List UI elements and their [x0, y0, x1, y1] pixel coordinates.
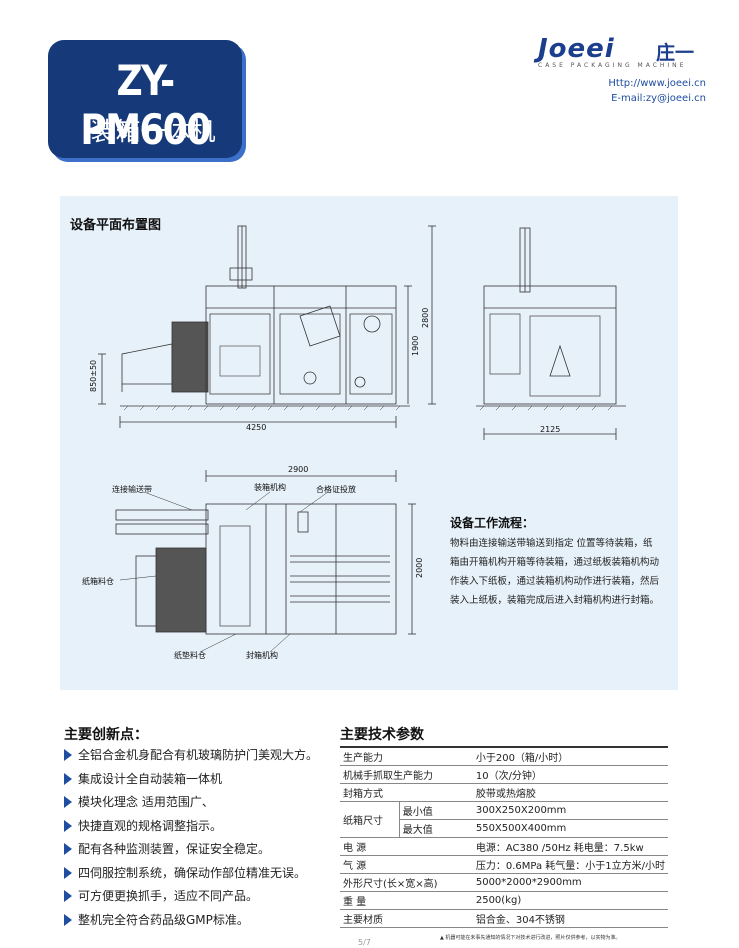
spec-value: 铝合金、304不锈钢	[459, 909, 668, 928]
dim-front-total: 2800	[421, 308, 430, 328]
feature-item: 整机完全符合药品级GMP标准。	[64, 911, 334, 935]
footnote: ▲ 机器可能在未事先通知的情况下对技术进行改进，照片仅供参考，以实物为准。	[440, 935, 621, 941]
table-row: 气 源压力：0.6MPa 耗气量：小于1立方米/小时	[340, 855, 668, 874]
spec-value: 电源：AC380 /50Hz 耗电量：7.5kw	[459, 837, 668, 856]
spec-value: 300X250X200mm	[459, 801, 668, 820]
feature-item: 全铝合金机身配合有机玻璃防护门美观大方。	[64, 746, 334, 770]
arrow-bullet-icon	[64, 772, 72, 785]
spec-label: 重 量	[340, 891, 460, 910]
spec-value: 5000*2000*2900mm	[459, 873, 668, 892]
spec-value: 小于200（箱/小时）	[459, 746, 668, 766]
spec-label: 封箱方式	[340, 783, 460, 802]
layout-title: 设备平面布置图	[70, 218, 162, 233]
label-sealing: 封箱机构	[246, 650, 278, 660]
dim-front-height: 1900	[411, 336, 420, 356]
dim-top-depth: 2000	[415, 558, 424, 578]
table-row: 封箱方式胶带或热熔胶	[340, 783, 668, 802]
feature-item: 快捷直观的规格调整指示。	[64, 817, 334, 841]
spec-value: 压力：0.6MPa 耗气量：小于1立方米/小时	[459, 855, 668, 874]
feature-item: 集成设计全自动装箱一体机	[64, 770, 334, 794]
arrow-bullet-icon	[64, 866, 72, 879]
spec-label: 机械手抓取生产能力	[340, 765, 460, 784]
features-title: 主要创新点：	[64, 727, 148, 743]
label-packing: 装箱机构	[254, 482, 286, 492]
label-cert: 合格证投放	[316, 484, 356, 494]
spec-label: 生产能力	[340, 746, 460, 766]
table-row: 外形尺寸(长×宽×高)5000*2000*2900mm	[340, 873, 668, 892]
dim-front-width: 4250	[246, 423, 266, 432]
feature-item: 四伺服控制系统，确保动作部位精准无误。	[64, 864, 334, 888]
spec-label: 电 源	[340, 837, 460, 856]
workflow-title: 设备工作流程：	[450, 516, 535, 530]
label-carton-magazine: 纸箱料仓	[82, 576, 114, 586]
dim-front-conveyor: 850±50	[89, 360, 98, 392]
spec-value: 2500(kg)	[459, 891, 668, 910]
top-view-drawing	[115, 470, 416, 653]
spec-label: 气 源	[340, 855, 460, 874]
page-number: 5/7	[358, 938, 371, 947]
spec-label: 外形尺寸(长×宽×高)	[340, 873, 460, 892]
spec-label: 纸箱尺寸	[340, 801, 400, 838]
logo-wordmark: Joeei	[538, 34, 615, 64]
product-subtitle: 装箱一体机	[90, 117, 216, 146]
title-badge: ZY-PM600 装箱一体机	[48, 40, 242, 158]
logo-chinese: 庄一	[656, 42, 695, 64]
machine-drawings: 4250 850±50 1900 2800 2125	[82, 225, 626, 660]
feature-item: 配有各种监测装置，保证安全稳定。	[64, 840, 334, 864]
table-row: 生产能力小于200（箱/小时）	[340, 746, 668, 766]
spec-label: 主要材质	[340, 909, 460, 928]
features-list: 全铝合金机身配合有机玻璃防护门美观大方。 集成设计全自动装箱一体机 模块化理念 …	[64, 746, 334, 934]
logo-tagline: CASE PACKAGING MACHINE	[538, 62, 687, 69]
table-row: 主要材质铝合金、304不锈钢	[340, 909, 668, 928]
website-link[interactable]: Http://www.joeei.cn	[608, 78, 706, 89]
company-logo: Joeei 庄一	[538, 34, 708, 66]
arrow-bullet-icon	[64, 796, 72, 808]
front-view-drawing	[98, 225, 436, 428]
side-view-drawing	[476, 227, 626, 440]
spec-value: 550X500X400mm	[459, 819, 668, 838]
dim-top-width: 2900	[288, 465, 308, 474]
workflow-text: 物料由连接输送带输送到指定 位置等待装箱，纸箱由开箱机构开箱等待装箱，通过纸板装…	[450, 538, 660, 606]
arrow-bullet-icon	[64, 843, 72, 855]
spec-value: 10（次/分钟）	[459, 765, 668, 784]
specs-title: 主要技术参数	[340, 727, 424, 743]
feature-item: 可方便更换抓手，适应不同产品。	[64, 887, 334, 911]
spec-sublabel: 最大值	[398, 819, 460, 838]
email-link[interactable]: E-mail:zy@joeei.cn	[611, 93, 706, 104]
model-name: ZY-PM600	[80, 56, 211, 154]
label-conveyor: 连接输送带	[112, 484, 152, 494]
layout-drawing-panel: 设备平面布置图	[60, 196, 678, 690]
arrow-bullet-icon	[64, 819, 72, 832]
arrow-bullet-icon	[64, 749, 72, 761]
arrow-bullet-icon	[64, 913, 72, 926]
arrow-bullet-icon	[64, 890, 72, 902]
spec-sublabel: 最小值	[398, 801, 460, 820]
dim-side-width: 2125	[540, 425, 560, 434]
feature-item: 模块化理念 适用范围广、	[64, 793, 334, 817]
table-row: 电 源电源：AC380 /50Hz 耗电量：7.5kw	[340, 837, 668, 856]
spec-value: 胶带或热熔胶	[459, 783, 668, 802]
label-pad-magazine: 纸垫料仓	[174, 650, 206, 660]
